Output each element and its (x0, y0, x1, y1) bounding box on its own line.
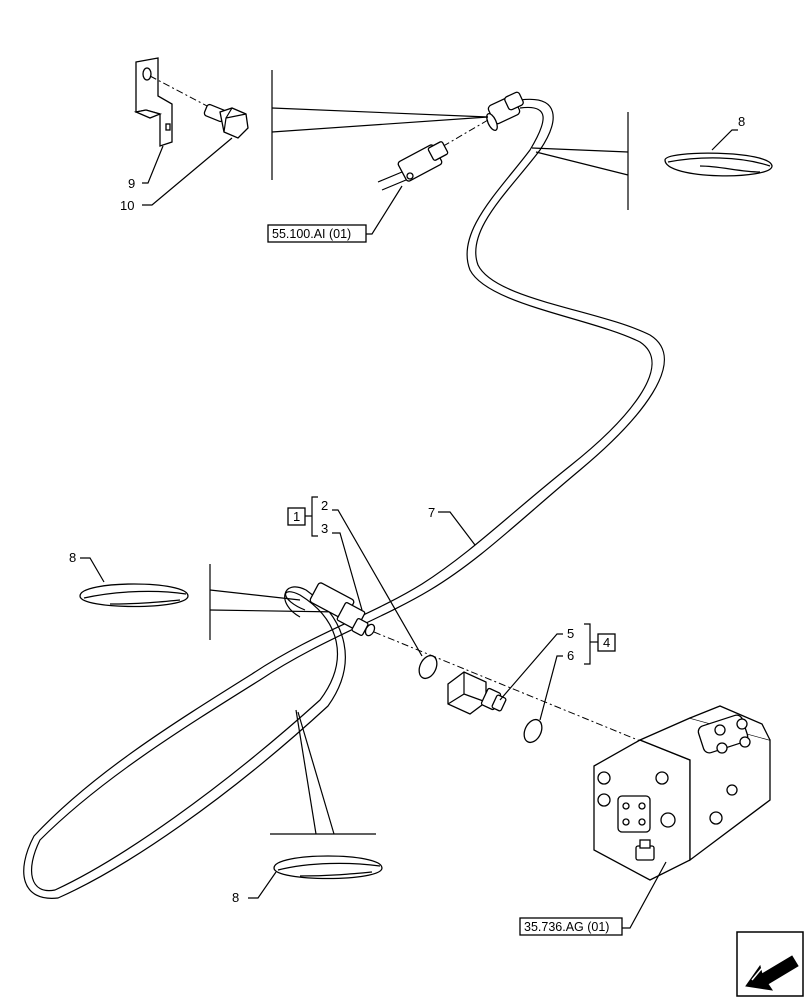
callout-2: 2 (321, 498, 328, 513)
pressure-switch (309, 582, 376, 637)
cable-tie-top: 8 (664, 114, 773, 177)
callout-8-top: 8 (738, 114, 745, 129)
callout-group-4: 4 5 6 (499, 623, 616, 721)
electrical-connector (377, 119, 489, 191)
ref-box-connector[interactable]: 55.100.AI (01) (267, 185, 403, 243)
valve-block (593, 705, 771, 881)
callout-3: 3 (321, 521, 328, 536)
ref-connector-label: 55.100.AI (01) (272, 227, 351, 241)
callout-7: 7 (428, 505, 435, 520)
callout-group-1: 1 2 3 (287, 496, 423, 657)
callout-9: 9 (128, 176, 135, 191)
cable-tie-bottom: 8 (232, 855, 383, 905)
callout-box-4: 4 (603, 635, 610, 650)
callout-8-left: 8 (69, 550, 76, 565)
bracket-part-9 (133, 57, 173, 147)
ref-box-valve[interactable]: 35.736.AG (01) (519, 861, 667, 936)
callout-box-1: 1 (293, 509, 300, 524)
hose-top-connector (486, 91, 524, 131)
callout-8-bottom: 8 (232, 890, 239, 905)
adapter-part-5 (447, 671, 507, 715)
o-ring-part-6 (523, 718, 543, 744)
hose-assembly (23, 98, 665, 899)
callout-10: 10 (120, 198, 134, 213)
callout-6: 6 (567, 648, 574, 663)
o-ring-part-2 (418, 654, 438, 680)
callout-5: 5 (567, 626, 574, 641)
back-arrow-icon[interactable] (736, 931, 804, 997)
ref-valve-label: 35.736.AG (01) (524, 920, 609, 934)
bolt-part-10 (203, 103, 249, 139)
cable-tie-left: 8 (69, 550, 189, 608)
